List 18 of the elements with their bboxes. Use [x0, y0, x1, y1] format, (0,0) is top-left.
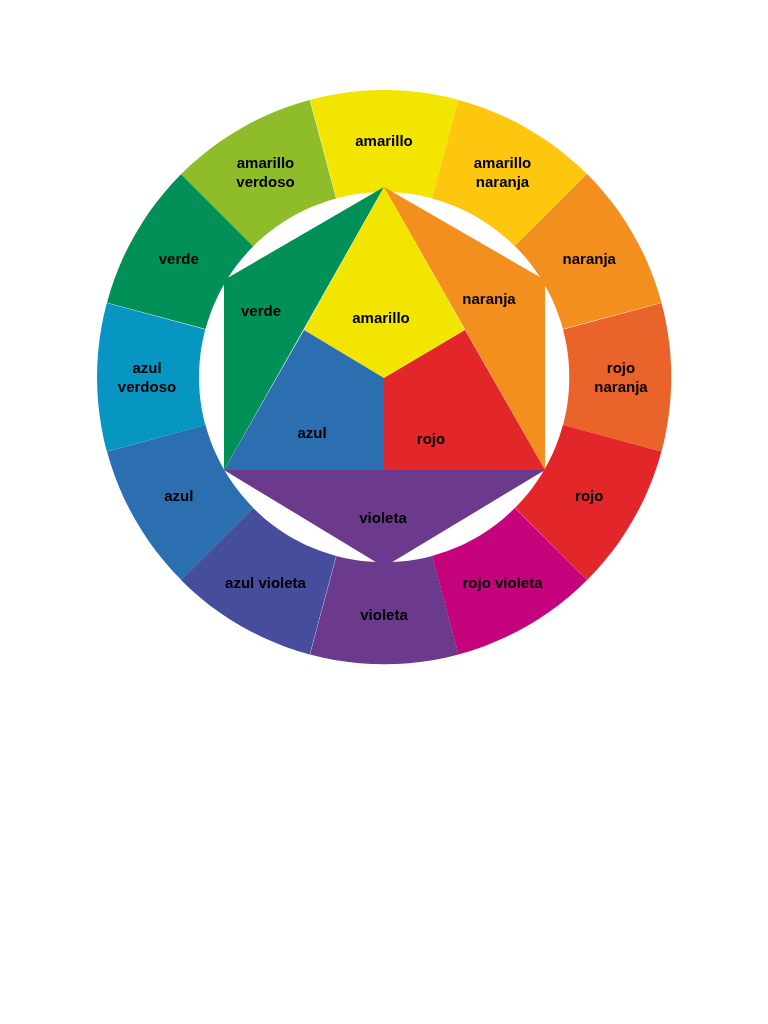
color-name: violeta — [359, 507, 407, 527]
color-name: rojo violeta — [462, 572, 543, 592]
color-name: amarillo naranja — [472, 152, 533, 191]
color-name: violeta — [360, 604, 408, 624]
color-name: azul — [164, 486, 194, 505]
color-name: amarillo verdoso — [235, 152, 296, 191]
color-name: azul — [297, 422, 327, 442]
color-name: verde — [241, 300, 281, 320]
color-name: amarillo — [355, 130, 413, 150]
color-name: azul violeta — [225, 572, 306, 592]
color-name: naranja — [462, 288, 516, 308]
color-name: rojo — [575, 486, 604, 505]
color-name: amarillo — [352, 307, 410, 327]
color-name: verde — [158, 249, 199, 268]
color-name: rojo — [416, 428, 446, 448]
color-name: naranja — [562, 249, 616, 268]
color-name: rojo naranja — [593, 358, 649, 396]
color-name: azul verdoso — [116, 358, 178, 396]
